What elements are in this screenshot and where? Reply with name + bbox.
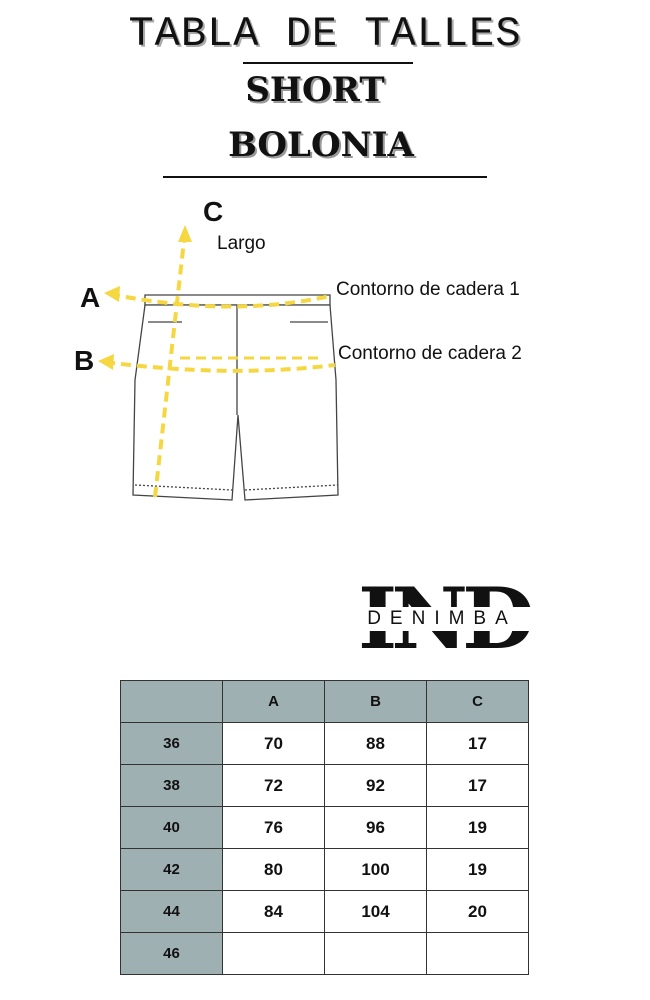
cell-a: 84: [222, 890, 325, 933]
header-cell: [120, 680, 223, 723]
product-name: BOLONIA: [228, 125, 414, 165]
arrow-left-icon: [98, 354, 114, 370]
cell-a: 76: [222, 806, 325, 849]
label-b: B: [74, 345, 95, 376]
size-cell: 46: [120, 932, 223, 975]
size-cell: 44: [120, 890, 223, 933]
shorts-diagram: [98, 225, 339, 501]
arrow-up-icon: [178, 225, 192, 242]
product-type: SHORT: [245, 70, 385, 110]
cell-c: 19: [426, 848, 529, 891]
label-c-text: Largo: [217, 233, 266, 254]
header-cell: C: [426, 680, 529, 723]
brand-logo: IND DENIMBA: [352, 569, 535, 668]
cell-b: 104: [324, 890, 427, 933]
hip-2-line: [104, 360, 336, 373]
size-cell: 42: [120, 848, 223, 891]
cell-b: 88: [324, 722, 427, 765]
cell-c: 17: [426, 722, 529, 765]
cell-a: 72: [222, 764, 325, 807]
cell-b: 96: [324, 806, 427, 849]
label-c: C: [203, 196, 224, 227]
header-cell: B: [324, 680, 427, 723]
shorts-body: [132, 304, 339, 501]
size-cell: 40: [120, 806, 223, 849]
divider: [243, 62, 413, 64]
length-line: [153, 231, 187, 498]
hip-1-line: [109, 292, 331, 309]
size-cell: 38: [120, 764, 223, 807]
cell-c: [426, 932, 529, 975]
cell-c: 20: [426, 890, 529, 933]
table-row: 46: [120, 932, 529, 975]
cell-a: 80: [222, 848, 325, 891]
size-cell: 36: [120, 722, 223, 765]
cell-c: 17: [426, 764, 529, 807]
header-cell: A: [222, 680, 325, 723]
cell-b: [324, 932, 427, 975]
logo-wordmark: DENIMBA: [352, 607, 532, 631]
cell-c: 19: [426, 806, 529, 849]
label-b-text: Contorno de cadera 2: [338, 343, 522, 364]
cell-b: 100: [324, 848, 427, 891]
divider: [163, 176, 487, 178]
cell-a: [222, 932, 325, 975]
table-header-row: A B C: [120, 680, 529, 723]
cell-a: 70: [222, 722, 325, 765]
arrow-left-icon: [104, 286, 120, 302]
label-a: A: [80, 282, 101, 313]
page-title: TABLA DE TALLES: [128, 10, 522, 58]
cell-b: 92: [324, 764, 427, 807]
label-a-text: Contorno de cadera 1: [336, 279, 520, 300]
